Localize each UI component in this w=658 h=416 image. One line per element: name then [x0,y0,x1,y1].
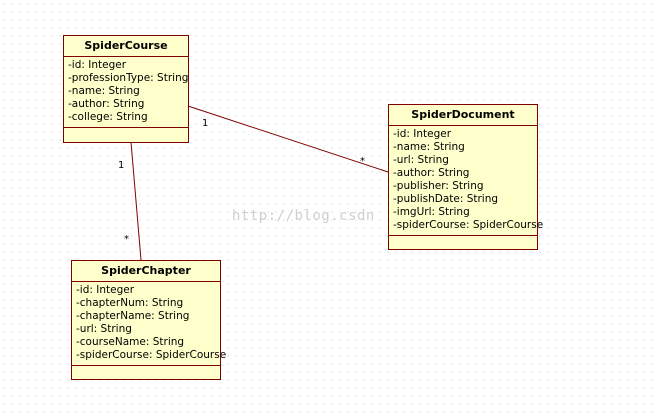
attribute: -name: String [393,141,465,153]
class-spider-course[interactable]: SpiderCourse -id: Integer -professionTyp… [63,35,189,143]
class-name: SpiderChapter [72,261,220,282]
attribute: -chapterNum: String [76,297,184,309]
operations-compartment [64,128,188,137]
class-spider-document[interactable]: SpiderDocument -id: Integer -name: Strin… [388,104,544,250]
attribute: -publisher: String [393,180,484,192]
attribute: -imgUrl: String [393,206,470,218]
attribute: -chapterName: String [76,310,190,322]
attribute-list: -id: Integer -professionType: String -na… [64,57,188,128]
attribute: -spiderCourse: SpiderCourse [393,219,544,231]
attribute: -name: String [68,85,140,97]
attribute: -url: String [393,154,449,166]
attribute-list: -id: Integer -name: String -url: String … [389,126,544,236]
attribute: -url: String [76,323,132,335]
multiplicity-course-document-source: 1 [202,118,209,129]
attribute: -publishDate: String [393,193,499,205]
attribute: -college: String [68,111,148,123]
multiplicity-course-chapter-source: 1 [118,160,125,171]
multiplicity-course-document-target: * [360,156,365,167]
attribute: -professionType: String [68,72,189,84]
attribute: -id: Integer [68,59,127,71]
association-course-document[interactable] [187,105,389,173]
attribute-list: -id: Integer -chapterNum: String -chapte… [72,282,227,366]
operations-compartment [72,366,220,375]
attribute: -author: String [393,167,470,179]
watermark-text: http://blog.csdn [232,208,375,224]
class-spider-chapter[interactable]: SpiderChapter -id: Integer -chapterNum: … [71,260,227,380]
attribute: -author: String [68,98,145,110]
class-name: SpiderDocument [389,105,537,126]
class-name: SpiderCourse [64,36,188,57]
operations-compartment [389,236,537,245]
multiplicity-course-chapter-target: * [124,234,129,245]
association-course-chapter[interactable] [130,141,142,261]
attribute: -courseName: String [76,336,185,348]
attribute: -spiderCourse: SpiderCourse [76,349,227,361]
attribute: -id: Integer [76,284,135,296]
attribute: -id: Integer [393,128,452,140]
